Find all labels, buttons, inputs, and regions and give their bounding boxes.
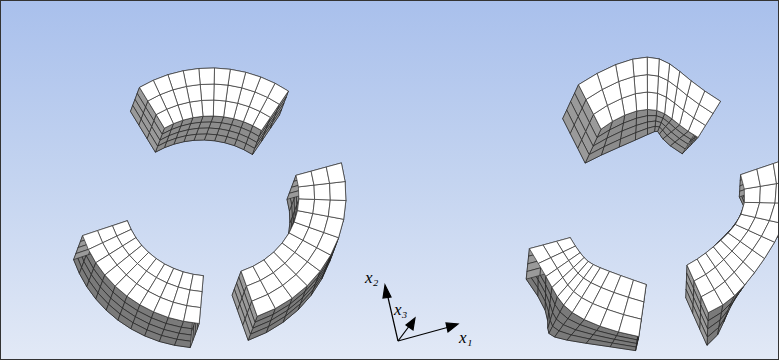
mesh-element [200,84,214,100]
mesh-element [647,92,657,110]
mesh-element [159,336,177,346]
mesh-element [579,74,603,100]
mesh-element [139,119,150,139]
mesh-element [314,183,330,200]
mesh-element [253,135,264,154]
mesh-element [686,290,693,314]
mesh-element [686,180,778,345]
mesh-element [619,133,636,147]
mesh-element [87,281,98,299]
mesh-element [131,92,280,155]
mesh-element [775,181,778,203]
mesh-element [633,57,648,76]
mesh-element [266,316,285,332]
mesh-element [106,304,120,320]
mesh-element [298,289,313,310]
mesh-element [214,84,228,101]
mesh-element [526,268,540,279]
mesh-element [147,133,158,153]
mesh-element [619,315,642,337]
mesh-element [567,335,590,343]
mesh-element [131,105,142,125]
mesh-element [190,326,194,348]
mesh-element [190,274,203,291]
mesh-element [213,100,226,117]
axis-label: x₂ [365,269,378,286]
mesh-element [538,288,545,310]
mesh-element [647,57,659,76]
mesh-element [647,75,658,94]
mesh-element [175,339,193,347]
mesh-element [313,199,330,216]
mesh-element [635,92,647,111]
mesh-element [668,64,680,87]
mesh-element [770,203,779,224]
mesh-element [199,68,215,85]
mesh-element [118,314,133,329]
mesh-element [96,293,109,310]
mesh-element [724,302,733,322]
mesh-element [298,185,314,199]
mesh-element [648,126,656,134]
mesh-element [145,330,162,342]
mesh-element [610,343,636,351]
axis-arrowhead [446,323,458,332]
mesh-element [226,85,242,103]
mesh-element [298,199,315,214]
mesh-element [635,128,647,140]
mesh-element [330,182,346,201]
mesh-element [773,158,778,184]
mesh-element [655,121,661,127]
axis-label: x₃ [394,301,407,318]
mesh-element [74,249,91,260]
mesh-element [184,306,201,324]
mesh-element [634,75,647,94]
axis-arrowhead [383,285,391,298]
mesh-element [707,327,719,345]
mesh-element [762,221,779,243]
mesh-element [214,68,230,85]
mesh-element [693,305,700,329]
mesh-element [682,138,693,154]
mesh-element [328,200,346,219]
mesh-element [760,184,777,203]
axis-arrowhead [406,318,415,330]
mesh-element [283,304,300,323]
mesh-element [131,323,147,336]
mesh-element [202,100,214,116]
mesh-element [658,59,669,81]
axis-label: x₁ [459,329,472,346]
mesh-element [700,321,707,345]
mesh-element [324,216,344,237]
mesh-element [563,110,574,133]
mesh-element [228,69,246,88]
mesh-element [586,339,612,347]
mesh-element [616,59,634,81]
mesh-element [187,290,202,308]
mesh-element [140,80,161,101]
axis-line [398,327,449,341]
mesh-element [74,245,195,348]
mesh-element [232,187,337,340]
mesh-element [326,163,345,183]
mesh-element [243,319,251,340]
